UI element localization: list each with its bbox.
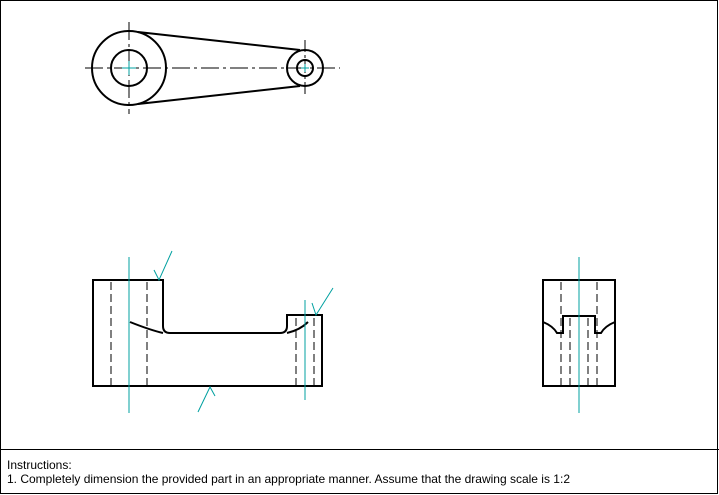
front-view-surface-finish-marks [153, 250, 334, 317]
front-view-centerlines [128, 257, 306, 413]
front-view-left-fillet [129, 321, 164, 334]
front-view [92, 279, 323, 387]
instructions-heading: Instructions: [7, 458, 72, 472]
instructions-line-1: 1. Completely dimension the provided par… [7, 472, 570, 486]
surface-finish-mark-top-left [153, 250, 173, 282]
front-view-hidden-lines [110, 282, 315, 386]
side-view-hidden-lines [560, 282, 598, 386]
front-view-outline [92, 279, 323, 387]
surface-finish-mark-bottom [197, 385, 216, 413]
instructions-block: Instructions: 1. Completely dimension th… [7, 458, 707, 486]
surface-finish-mark-top-right [311, 287, 334, 317]
top-view-arm-lower-edge [137, 85, 301, 105]
top-view-center-marks [122, 61, 309, 75]
front-view-right-fillet [286, 321, 309, 334]
top-view-arm-upper-edge [137, 31, 301, 51]
